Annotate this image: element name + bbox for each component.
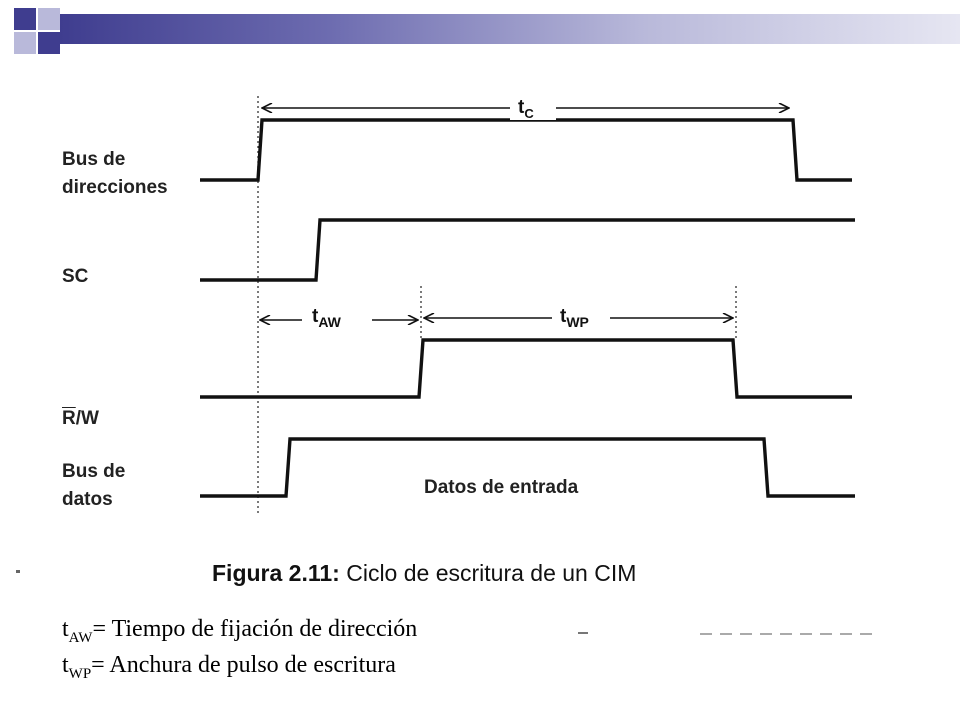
figure-number: Figura 2.11: <box>212 560 340 586</box>
data-label: Datos de entrada <box>424 477 579 498</box>
interval-label-twp: tWP <box>560 306 589 330</box>
header-band <box>60 14 960 44</box>
signal-label-bus-direcciones: Bus de direcciones <box>62 149 168 198</box>
rw-label-bar: R <box>62 408 76 429</box>
definition-twp: tWP= Anchura de pulso de escritura <box>62 652 396 682</box>
waveform-bus-direcciones <box>200 118 852 182</box>
artifact-mark <box>16 570 20 573</box>
signal-label-rw: R/W <box>62 377 99 433</box>
interval-label-bg-twp <box>552 304 610 332</box>
artifact-mark <box>578 632 588 634</box>
figure-caption: Figura 2.11: Ciclo de escritura de un CI… <box>212 560 636 587</box>
signal-label-bus-datos: Bus de datos <box>62 461 126 510</box>
signal-label-sc: SC <box>62 266 89 287</box>
waveform-bus-datos <box>200 437 855 498</box>
interval-label-taw: tAW <box>312 306 342 330</box>
interval-label-bg-tc <box>510 94 556 120</box>
logo-square-light <box>38 8 60 30</box>
rw-label-rest: /W <box>75 408 99 429</box>
logo-square-dark <box>14 8 36 30</box>
definition-taw: tAW= Tiempo de fijación de dirección <box>62 616 418 646</box>
waveform-rw <box>200 338 852 399</box>
interval-label-bg-taw <box>302 304 372 332</box>
logo-square-dark <box>38 32 60 54</box>
logo-square-light <box>14 32 36 54</box>
figure-title: Ciclo de escritura de un CIM <box>346 560 637 586</box>
interval-label-tc: tC <box>518 97 534 121</box>
waveform-sc <box>200 218 855 282</box>
